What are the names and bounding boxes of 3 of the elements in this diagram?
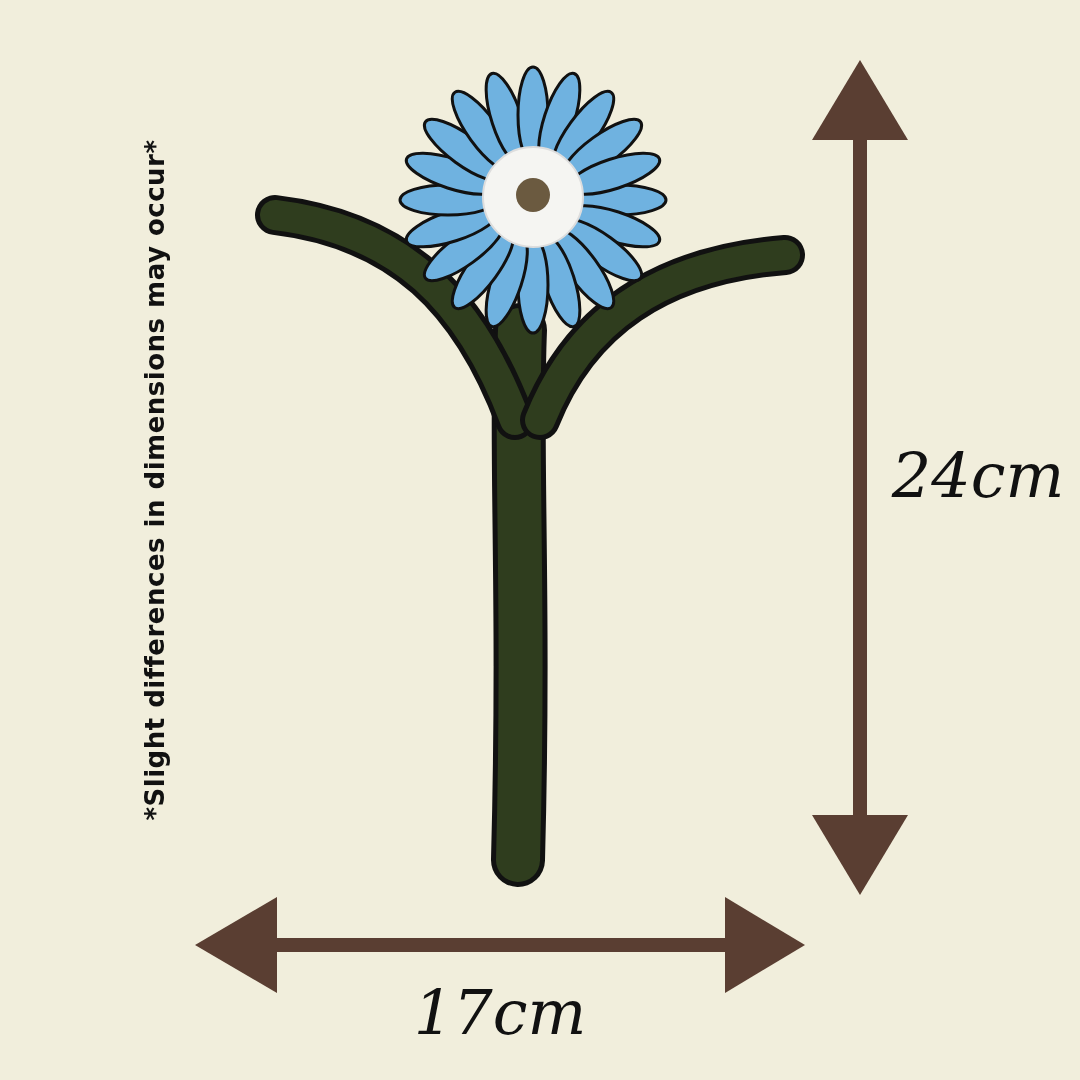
- dimension-label: 24cm: [891, 438, 1065, 512]
- note-text: *Slight differences in dimensions may occur*: [140, 139, 170, 821]
- dimension-label: 17cm: [413, 975, 587, 1049]
